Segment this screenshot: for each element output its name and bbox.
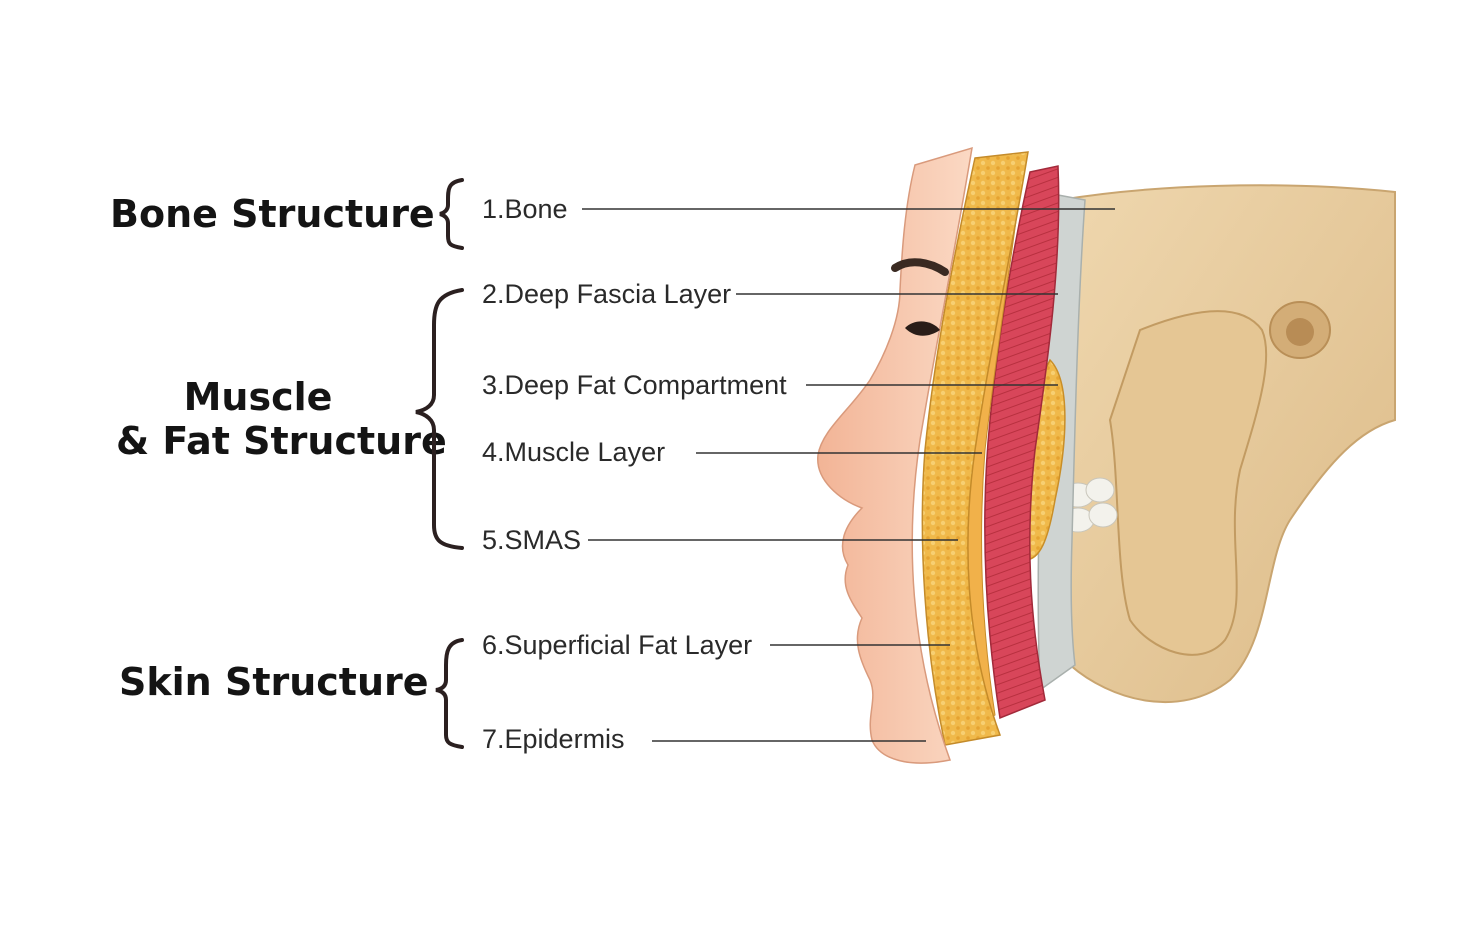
muscle-fat-title-line1: Muscle <box>183 375 333 419</box>
epidermis-face-illustration <box>817 146 973 764</box>
layer-label-superficial-fat: 6.Superficial Fat Layer <box>482 630 753 660</box>
eyebrow-illustration <box>891 258 949 276</box>
superficial-fat-layer-illustration <box>921 151 1029 746</box>
layer-label-muscle: 4.Muscle Layer <box>482 437 666 467</box>
layer-label-epidermis: 7.Epidermis <box>482 724 625 754</box>
bone-brace <box>439 178 464 250</box>
layer-label-bone: 1.Bone <box>482 194 568 224</box>
skin-brace <box>435 638 464 749</box>
muscle-fat-brace <box>415 288 464 550</box>
eye-illustration <box>905 321 940 336</box>
muscle-fat-structure-title: Muscle & Fat Structure <box>116 375 447 463</box>
muscle-fat-title-line2: & Fat Structure <box>116 419 447 463</box>
bone-structure-title: Bone Structure <box>110 192 435 236</box>
layer-label-deep-fat-compartment: 3.Deep Fat Compartment <box>482 370 787 400</box>
skin-structure-title: Skin Structure <box>119 660 429 704</box>
skull-bone-illustration <box>1059 184 1396 703</box>
layer-label-deep-fascia: 2.Deep Fascia Layer <box>482 279 732 309</box>
layer-label-smas: 5.SMAS <box>482 525 582 555</box>
